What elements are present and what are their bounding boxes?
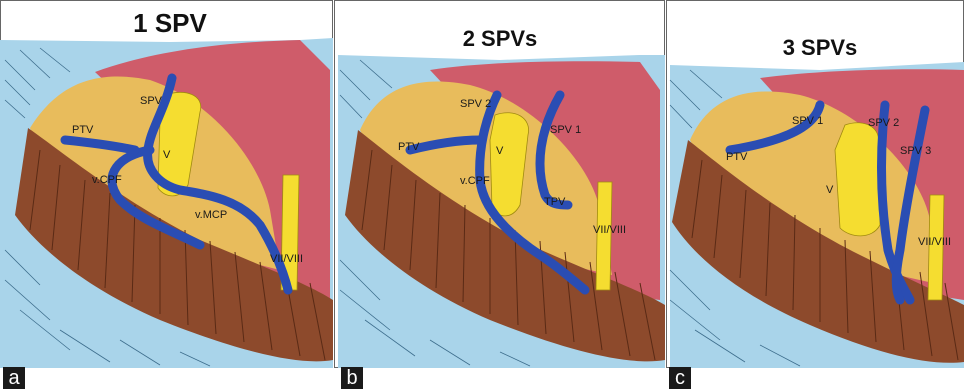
label-spv1-c: SPV 1 xyxy=(792,115,823,127)
vermis-c xyxy=(835,123,880,236)
label-v-c: V xyxy=(826,184,834,196)
panel-a: 1 SPV PTV SPV V v.CPF v.MCP VII/VIII xyxy=(0,1,333,369)
label-v-b: V xyxy=(496,145,504,157)
label-vcpf-a: v.CPF xyxy=(92,174,122,186)
label-spv2-b: SPV 2 xyxy=(460,98,491,110)
label-nerve-b: VII/VIII xyxy=(593,224,626,236)
label-ptv-a: PTV xyxy=(72,124,94,136)
panel-b: 2 SPVs SPV 2 SPV 1 PTV V v.CPF TPV VII/V… xyxy=(335,1,666,369)
panel-c: 3 SPVs SPV 1 SPV 2 SPV 3 PTV V VII/VIII xyxy=(667,1,964,369)
label-nerve-a: VII/VIII xyxy=(270,253,303,265)
panel-c-title: 3 SPVs xyxy=(783,35,858,60)
label-vmcp-a: v.MCP xyxy=(195,209,227,221)
label-v-a: V xyxy=(163,149,171,161)
label-spv-a: SPV xyxy=(140,95,163,107)
label-nerve-c: VII/VIII xyxy=(918,236,951,248)
panel-letter-b: b xyxy=(341,367,363,389)
label-ptv-c: PTV xyxy=(726,151,748,163)
label-vcpf-b: v.CPF xyxy=(460,175,490,187)
panel-letter-a: a xyxy=(3,367,25,389)
label-tpv-b: TPV xyxy=(544,196,566,208)
panel-letter-c: c xyxy=(669,367,691,389)
label-spv2-c: SPV 2 xyxy=(868,117,899,129)
trigeminal-nerve-b xyxy=(596,182,612,290)
label-ptv-b: PTV xyxy=(398,141,420,153)
label-spv1-b: SPV 1 xyxy=(550,124,581,136)
panel-a-title: 1 SPV xyxy=(133,8,207,38)
label-spv3-c: SPV 3 xyxy=(900,145,931,157)
panel-b-title: 2 SPVs xyxy=(463,26,538,51)
